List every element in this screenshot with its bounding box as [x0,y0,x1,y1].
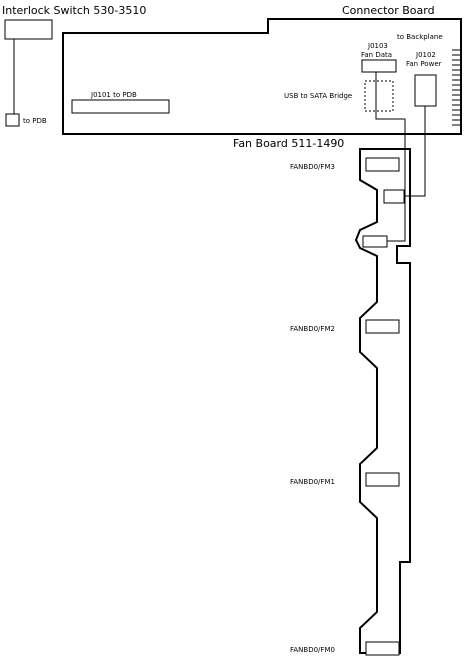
interlock-switch-title: Interlock Switch 530-3510 [2,4,146,17]
usb-to-sata-label: USB to SATA Bridge [284,92,352,100]
fm0-connector [365,641,400,656]
to-pdb-connector [5,113,20,127]
fan-data-input-connector [362,235,388,248]
j0103-label-line2: Fan Data [361,51,392,59]
j0103-fan-data-connector [361,59,397,73]
j0101-connector [71,99,170,114]
j0103-label-line1: J0103 [367,42,388,50]
fm2-connector [365,319,400,334]
fan-board-outline [354,148,411,654]
j0101-label: J0101 to PDB [90,91,137,99]
j0102-label-line1: J0102 [415,51,436,59]
fan-board-title: Fan Board 511-1490 [233,137,344,150]
to-pdb-label: to PDB [23,117,47,125]
fm2-label: FANBD0/FM2 [290,325,335,333]
to-backplane-label: to Backplane [397,33,443,41]
fm1-label: FANBD0/FM1 [290,478,335,486]
fan-power-cable [404,106,426,197]
fm0-label: FANBD0/FM0 [290,646,335,654]
fm1-connector [365,472,400,487]
usb-to-sata-bridge [364,80,394,112]
fan-power-input-connector [383,189,405,204]
fm3-connector [365,157,400,172]
j0102-label-line2: Fan Power [406,60,442,68]
backplane-edge-pins [452,49,461,126]
fm3-label: FANBD0/FM3 [290,163,335,171]
connector-board-title: Connector Board [342,4,435,17]
interlock-switch-box [4,19,53,40]
j0102-fan-power-connector [414,74,437,107]
fan-data-cable [375,72,406,242]
